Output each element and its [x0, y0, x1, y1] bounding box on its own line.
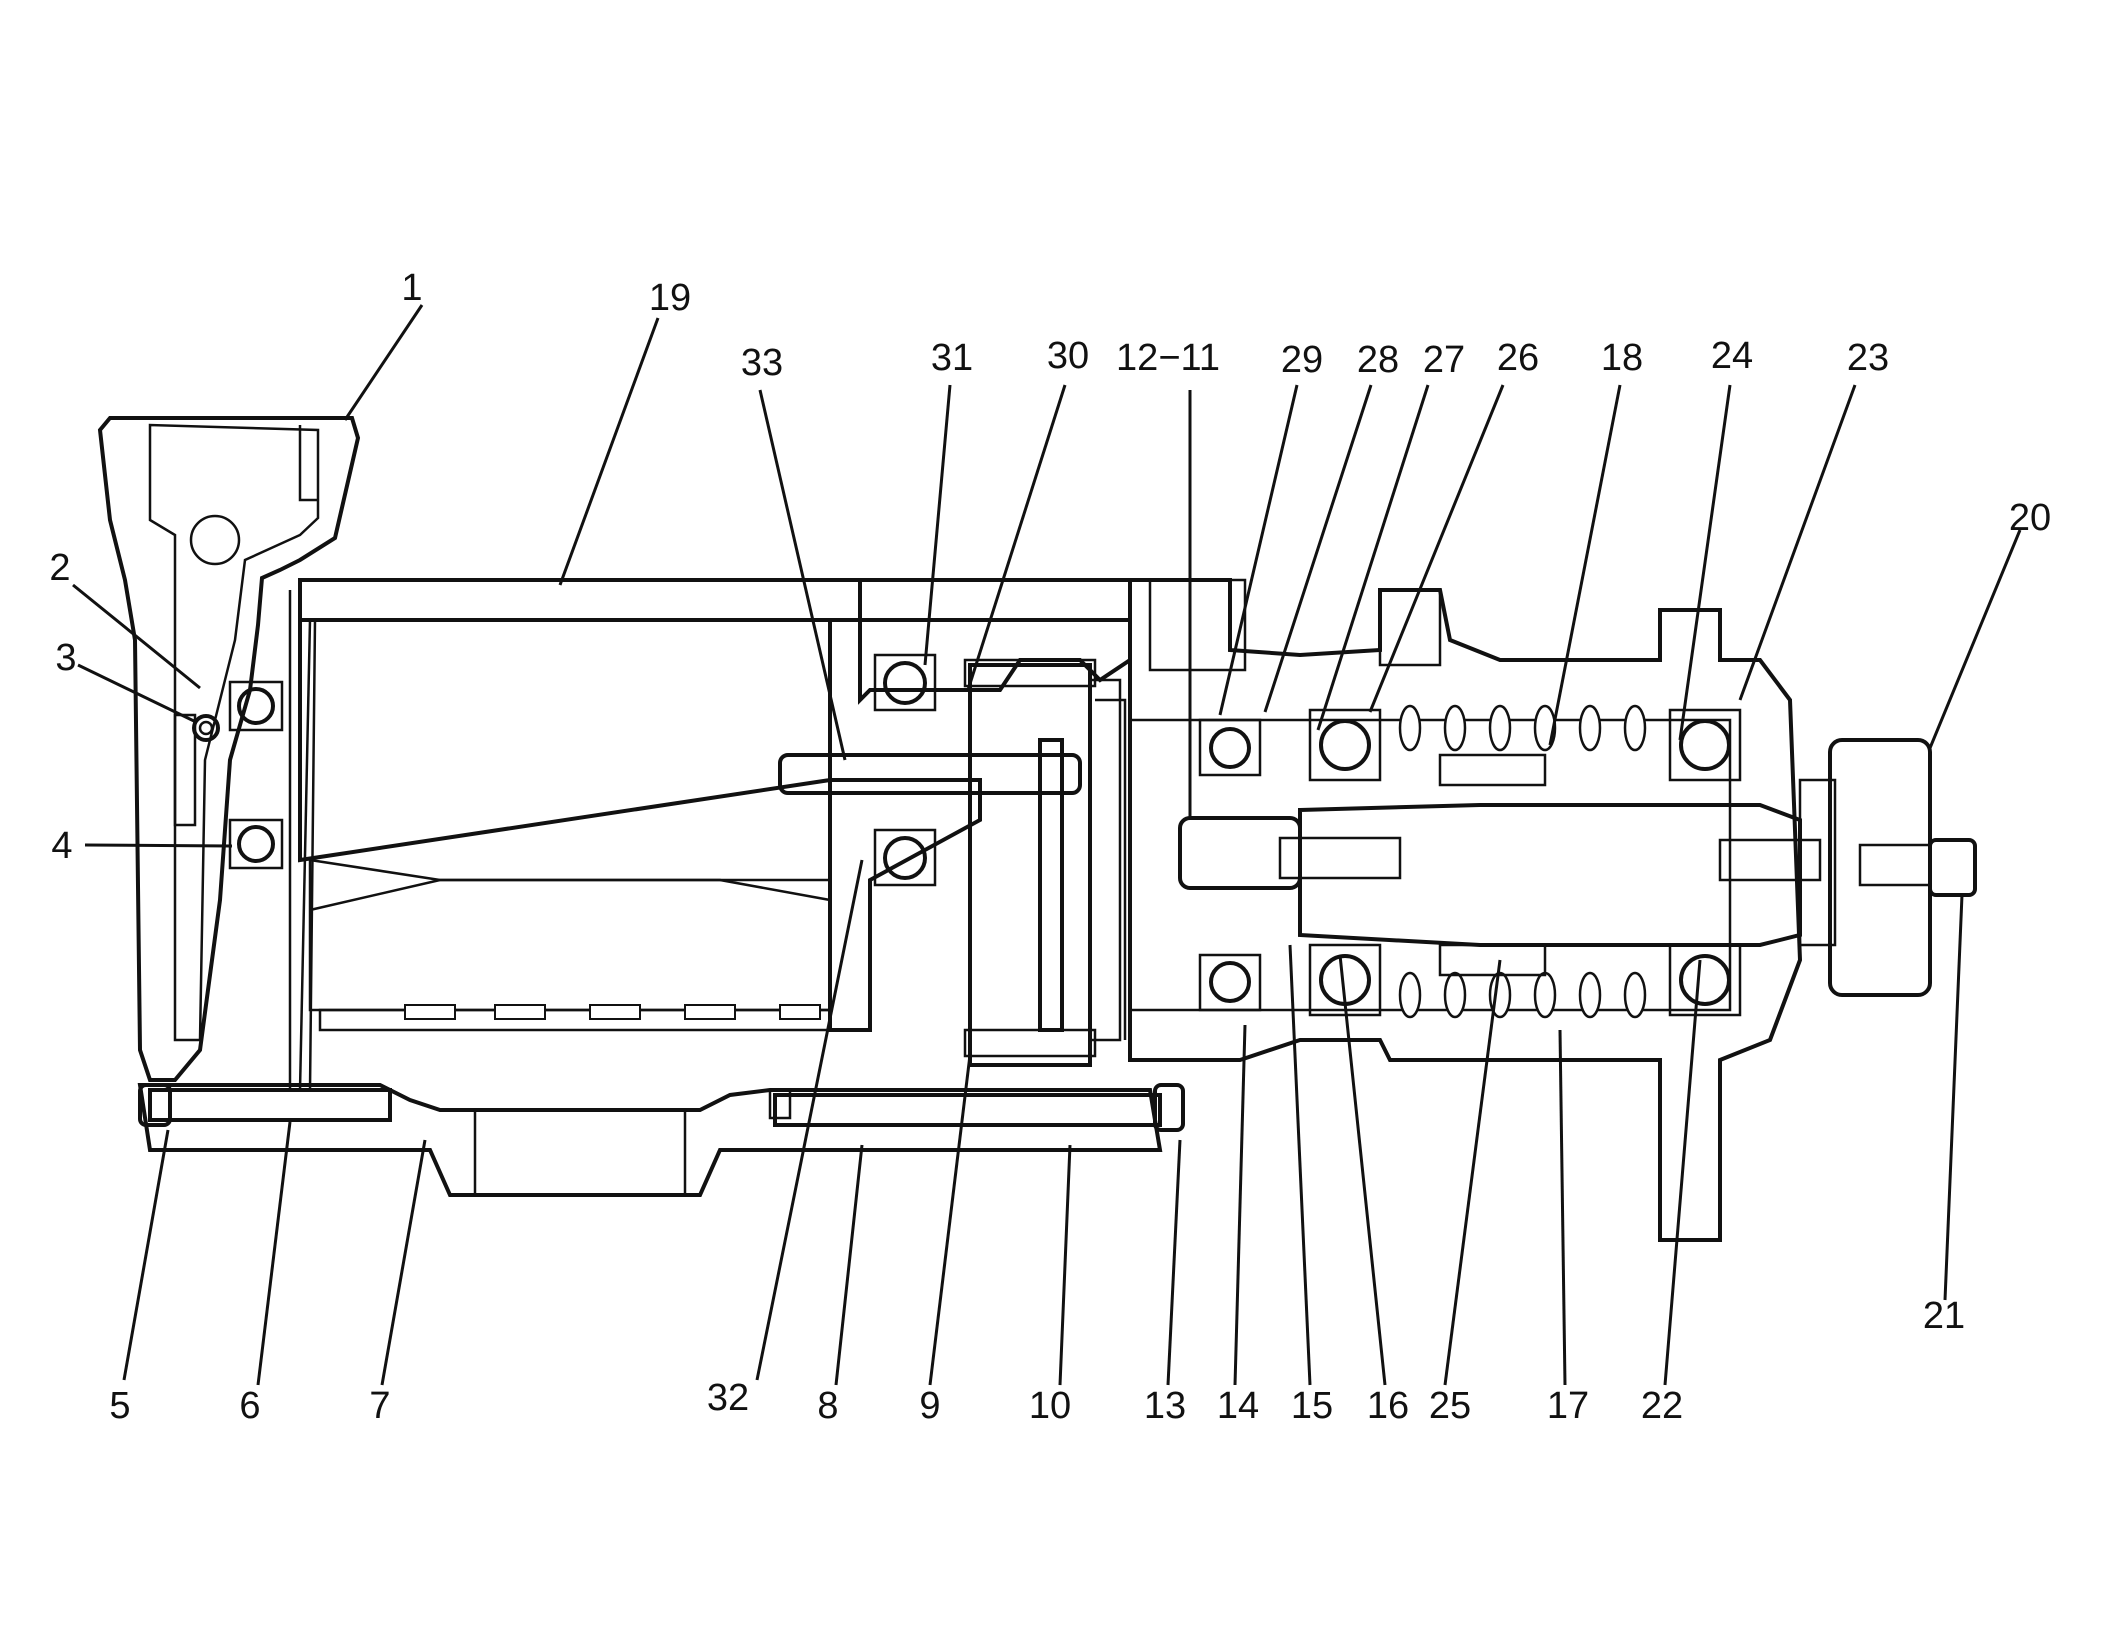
callout-23: 23 — [1847, 337, 1889, 379]
callout-7: 7 — [369, 1385, 390, 1427]
callout-12-11: 12−11 — [1116, 337, 1220, 379]
left-end-housing — [97, 416, 361, 1082]
callout-15: 15 — [1291, 1385, 1333, 1427]
callout-26: 26 — [1497, 337, 1539, 379]
callout-27: 27 — [1423, 339, 1465, 381]
shaft-and-gear — [778, 658, 1127, 1067]
callout-28: 28 — [1357, 339, 1399, 381]
callout-16: 16 — [1367, 1385, 1409, 1427]
callout-31: 31 — [931, 337, 973, 379]
callout-1: 1 — [401, 267, 422, 309]
callout-18: 18 — [1601, 337, 1643, 379]
bottom-housing — [137, 1083, 1185, 1197]
callout-2: 2 — [49, 547, 70, 589]
callout-3: 3 — [55, 637, 76, 679]
callout-22: 22 — [1641, 1385, 1683, 1427]
callout-labels: 1 2 3 4 5 6 7 8 9 10 12−11 13 14 15 16 1… — [49, 267, 2051, 1427]
callout-33: 33 — [741, 342, 783, 384]
callout-5: 5 — [109, 1385, 130, 1427]
callout-9: 9 — [919, 1385, 940, 1427]
callout-29: 29 — [1281, 339, 1323, 381]
callout-13: 13 — [1144, 1385, 1186, 1427]
leader-lines — [72, 304, 2022, 1386]
coupling — [1798, 738, 1977, 997]
callout-25: 25 — [1429, 1385, 1471, 1427]
callout-21: 21 — [1923, 1295, 1965, 1337]
right-housing — [1128, 578, 1803, 1242]
callout-10: 10 — [1029, 1385, 1071, 1427]
left-bearings — [173, 680, 284, 870]
callout-14: 14 — [1217, 1385, 1259, 1427]
spring — [1398, 704, 1647, 1019]
callout-17: 17 — [1547, 1385, 1589, 1427]
right-bearings — [1198, 708, 1742, 1017]
callout-19: 19 — [649, 277, 691, 319]
rotor-cavity — [308, 858, 832, 1032]
callout-24: 24 — [1711, 335, 1753, 377]
callout-30: 30 — [1047, 335, 1089, 377]
callout-32: 32 — [707, 1377, 749, 1419]
motor-shaft — [1178, 803, 1822, 947]
callout-8: 8 — [817, 1385, 838, 1427]
callout-20: 20 — [2009, 497, 2051, 539]
callout-4: 4 — [51, 825, 72, 867]
callout-6: 6 — [239, 1385, 260, 1427]
